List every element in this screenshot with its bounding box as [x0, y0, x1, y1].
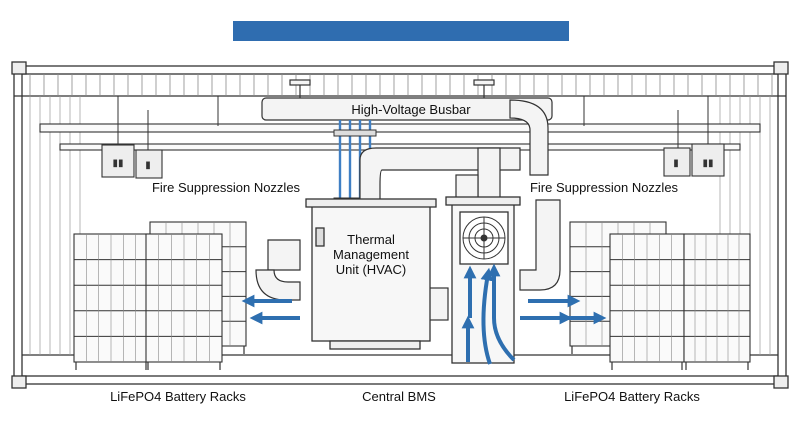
fire-nozzles-label-left: Fire Suppression Nozzles: [152, 180, 301, 195]
header-banner: [233, 21, 569, 41]
central-bms-label: Central BMS: [362, 389, 436, 404]
svg-text:▮: ▮: [145, 160, 151, 171]
fan-icon: [462, 216, 506, 260]
busbar-label: High-Voltage Busbar: [351, 102, 471, 117]
racks-right-label: LiFePO4 Battery Racks: [564, 389, 700, 404]
hvac-label-line1: Thermal: [347, 232, 395, 247]
ceiling-ribs: [29, 74, 773, 96]
nozzle-hangers: [117, 96, 709, 150]
battery-racks-right: [569, 221, 751, 370]
fire-nozzles-label-right: Fire Suppression Nozzles: [530, 180, 679, 195]
svg-text:▮▮: ▮▮: [112, 158, 123, 169]
svg-text:▮: ▮: [673, 158, 679, 169]
hvac-label-line3: Unit (HVAC): [336, 262, 407, 277]
racks-left-label: LiFePO4 Battery Racks: [110, 389, 246, 404]
nozzle-icon: ▮▮ ▮ ▮ ▮▮: [101, 143, 725, 179]
battery-racks-left: [73, 221, 247, 370]
hvac-ducts: [255, 147, 561, 321]
airflow-arrow-icon: [241, 263, 607, 365]
hvac-unit: [305, 198, 437, 350]
svg-text:▮▮: ▮▮: [702, 158, 713, 169]
hvac-label-line2: Management: [333, 247, 409, 262]
